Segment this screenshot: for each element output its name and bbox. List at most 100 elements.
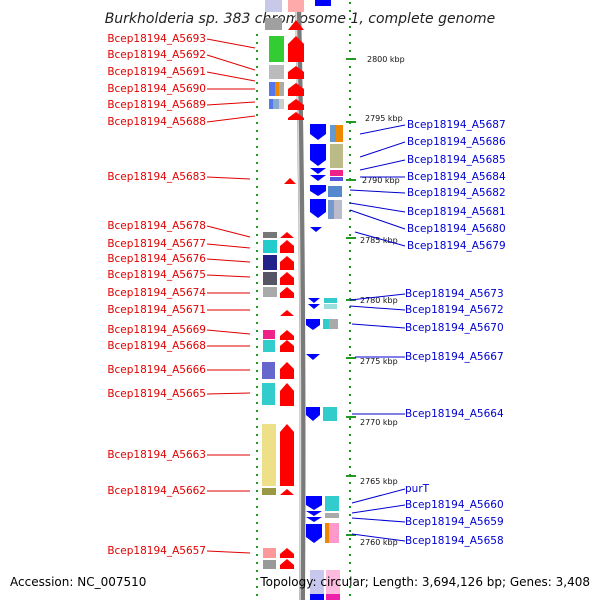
genome-backbone <box>295 0 306 600</box>
gene-label: Bcep18194_A5689 <box>107 99 206 111</box>
gene-label: Bcep18194_A5657 <box>107 545 206 557</box>
gene-label: Bcep18194_A5677 <box>107 238 206 250</box>
gene-box <box>329 319 338 329</box>
reverse-arrow <box>310 227 322 232</box>
reverse-arrow <box>310 185 326 196</box>
kbp-label: 2800 kbp <box>367 55 405 64</box>
gene-box <box>324 304 337 309</box>
gene-box <box>334 200 342 219</box>
reverse-arrow <box>310 199 326 218</box>
forward-arrow <box>280 548 294 558</box>
kbp-label: 2760 kbp <box>360 538 398 547</box>
gene-label: Bcep18194_A5688 <box>107 116 206 128</box>
forward-arrow <box>280 489 294 495</box>
gene-label: purT <box>405 483 430 495</box>
gene-box <box>310 570 324 600</box>
reverse-arrow <box>310 168 326 174</box>
left-label-connectors <box>206 38 256 554</box>
forward-arrow <box>288 20 304 30</box>
gene-box <box>269 65 284 79</box>
reverse-arrow <box>310 175 326 181</box>
gene-box <box>330 177 343 181</box>
gene-label: Bcep18194_A5672 <box>405 304 504 316</box>
right-label-connectors <box>349 124 406 542</box>
gene-box <box>265 0 282 12</box>
reverse-arrow <box>306 407 320 421</box>
left-gene-labels: Bcep18194_A5693 Bcep18194_A5692 Bcep1819… <box>107 33 206 557</box>
kbp-label: 2795 kbp <box>365 114 403 123</box>
gene-label: Bcep18194_A5662 <box>107 485 206 497</box>
gene-label: Bcep18194_A5669 <box>107 324 206 336</box>
gene-box <box>263 330 275 339</box>
gene-box <box>263 560 276 569</box>
forward-arrow <box>280 287 294 298</box>
gene-box <box>310 594 324 600</box>
right-gene-labels: Bcep18194_A5687 Bcep18194_A5686 Bcep1819… <box>405 119 506 547</box>
forward-arrow <box>288 83 304 96</box>
gene-label: Bcep18194_A5680 <box>407 223 506 235</box>
forward-arrow <box>284 178 296 184</box>
forward-arrow <box>280 383 294 406</box>
gene-box <box>325 513 339 518</box>
gene-label: Bcep18194_A5692 <box>107 49 206 61</box>
gene-box <box>263 232 277 238</box>
right-strand-features <box>306 0 343 600</box>
gene-box <box>323 319 329 329</box>
kbp-label: 2765 kbp <box>360 477 398 486</box>
gene-box <box>328 200 334 219</box>
gene-label: Bcep18194_A5675 <box>107 269 206 281</box>
gene-label: Bcep18194_A5683 <box>107 171 206 183</box>
reverse-arrow <box>306 354 320 360</box>
gene-box <box>324 298 337 303</box>
gene-label: Bcep18194_A5674 <box>107 287 206 299</box>
gene-label: Bcep18194_A5690 <box>107 83 206 95</box>
gene-box <box>262 362 275 379</box>
gene-label: Bcep18194_A5660 <box>405 499 504 511</box>
gene-box <box>262 488 276 495</box>
gene-label: Bcep18194_A5666 <box>107 364 206 376</box>
kbp-label: 2780 kbp <box>360 296 398 305</box>
forward-arrow <box>280 362 294 379</box>
topology-text: Topology: circular; Length: 3,694,126 bp… <box>259 575 590 589</box>
reverse-arrow <box>306 319 320 330</box>
gene-label: Bcep18194_A5684 <box>407 171 506 183</box>
gene-box <box>273 99 279 109</box>
gene-label: Bcep18194_A5659 <box>405 516 504 528</box>
forward-arrow <box>280 272 294 285</box>
forward-arrow <box>280 559 294 569</box>
forward-arrow <box>288 66 304 79</box>
gene-label: Bcep18194_A5678 <box>107 220 206 232</box>
forward-arrow <box>280 424 294 486</box>
gene-label: Bcep18194_A5673 <box>405 288 504 300</box>
gene-label: Bcep18194_A5670 <box>405 322 504 334</box>
genome-backbone-highlight <box>295 0 302 600</box>
gene-box <box>279 82 284 96</box>
reverse-arrow <box>308 298 320 303</box>
reverse-arrow <box>306 511 322 516</box>
forward-arrow <box>280 330 294 340</box>
forward-arrow <box>288 112 304 120</box>
forward-arrow <box>280 256 294 270</box>
gene-box <box>326 594 340 600</box>
gene-box <box>330 144 343 168</box>
forward-arrow <box>280 240 294 253</box>
kbp-label: 2790 kbp <box>362 176 400 185</box>
gene-label: Bcep18194_A5676 <box>107 253 206 265</box>
gene-box <box>336 125 343 142</box>
gene-box <box>279 99 284 109</box>
gene-label: Bcep18194_A5682 <box>407 187 506 199</box>
gene-label: Bcep18194_A5685 <box>407 154 506 166</box>
gene-box <box>265 18 282 30</box>
gene-label: Bcep18194_A5668 <box>107 340 206 352</box>
gene-box <box>269 82 275 96</box>
left-strand-features <box>262 0 304 569</box>
gene-label: Bcep18194_A5663 <box>107 449 206 461</box>
reverse-arrow <box>310 124 326 140</box>
gene-label: Bcep18194_A5693 <box>107 33 206 45</box>
gene-box <box>325 523 329 543</box>
gene-box <box>323 407 337 421</box>
kbp-label: 2770 kbp <box>360 418 398 427</box>
kbp-label: 2785 kbp <box>360 236 398 245</box>
